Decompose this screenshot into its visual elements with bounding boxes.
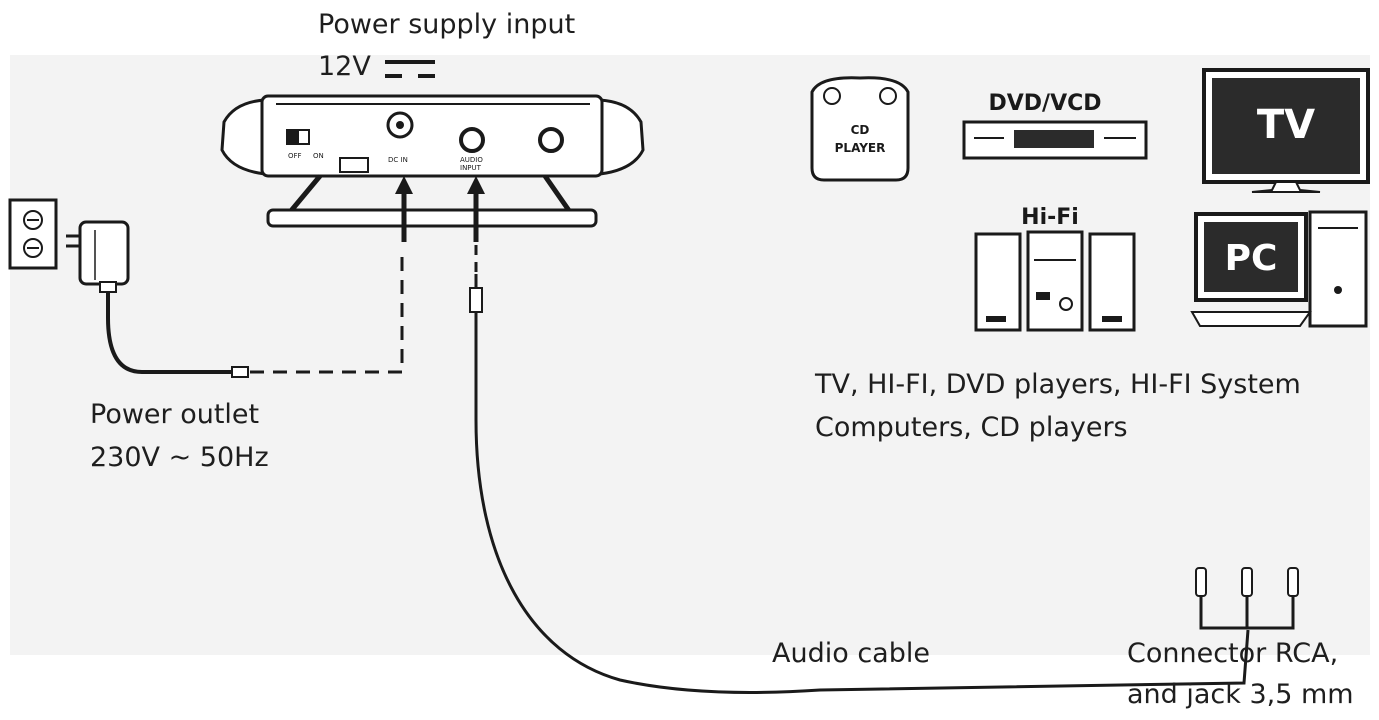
hifi-label: Hi-Fi xyxy=(1021,205,1079,230)
pc: PC xyxy=(1190,210,1368,328)
power-dashed-path xyxy=(250,248,404,374)
arrow-dc-in xyxy=(395,176,413,242)
dvd-player: DVD/VCD xyxy=(962,91,1148,160)
switch-on-label: ON xyxy=(313,152,324,160)
power-switch: OFF ON xyxy=(286,129,324,160)
audio-cable xyxy=(474,312,1250,694)
outlet-rating-label: 230V ~ 50Hz xyxy=(90,442,269,473)
usb-port xyxy=(339,157,369,173)
receiver-unit xyxy=(220,94,645,228)
power-outlet-label: Power outlet xyxy=(90,399,260,430)
audio-input-label-1: AUDIO xyxy=(460,156,483,164)
power-adapter xyxy=(66,220,249,378)
aux-port xyxy=(538,127,564,153)
devices-label-line-1: TV, HI-FI, DVD players, HI-FI System xyxy=(815,369,1301,400)
power-supply-input-label: Power supply input xyxy=(318,9,576,40)
tv: TV xyxy=(1202,68,1370,193)
dvd-label: DVD/VCD xyxy=(988,91,1101,116)
audio-input-port: AUDIO INPUT xyxy=(459,127,485,172)
jack-plug xyxy=(469,274,483,313)
switch-off-label: OFF xyxy=(288,152,302,160)
cd-player: CD PLAYER xyxy=(810,76,910,182)
audio-cable-label: Audio cable xyxy=(772,638,930,669)
arrow-audio-input xyxy=(467,176,485,242)
voltage-dc-label: 12V xyxy=(318,51,371,82)
devices-label-line-2: Computers, CD players xyxy=(815,412,1128,443)
cd-label-2: PLAYER xyxy=(835,141,886,155)
hifi-system: Hi-Fi xyxy=(974,205,1136,332)
connector-label-line-1: Connector RCA, xyxy=(1127,638,1339,669)
dc-symbol xyxy=(385,60,435,78)
tv-label: TV xyxy=(1257,102,1315,148)
rca-connectors xyxy=(1195,567,1299,630)
audio-input-label-2: INPUT xyxy=(460,164,482,172)
wall-outlet xyxy=(8,198,58,270)
cd-label-1: CD xyxy=(851,123,870,137)
dc-in-port: DC IN xyxy=(386,111,414,164)
connector-label-line-2: and jack 3,5 mm xyxy=(1127,679,1354,710)
dc-in-label: DC IN xyxy=(388,156,408,164)
pc-label: PC xyxy=(1225,238,1278,279)
background-panel xyxy=(10,55,1370,655)
